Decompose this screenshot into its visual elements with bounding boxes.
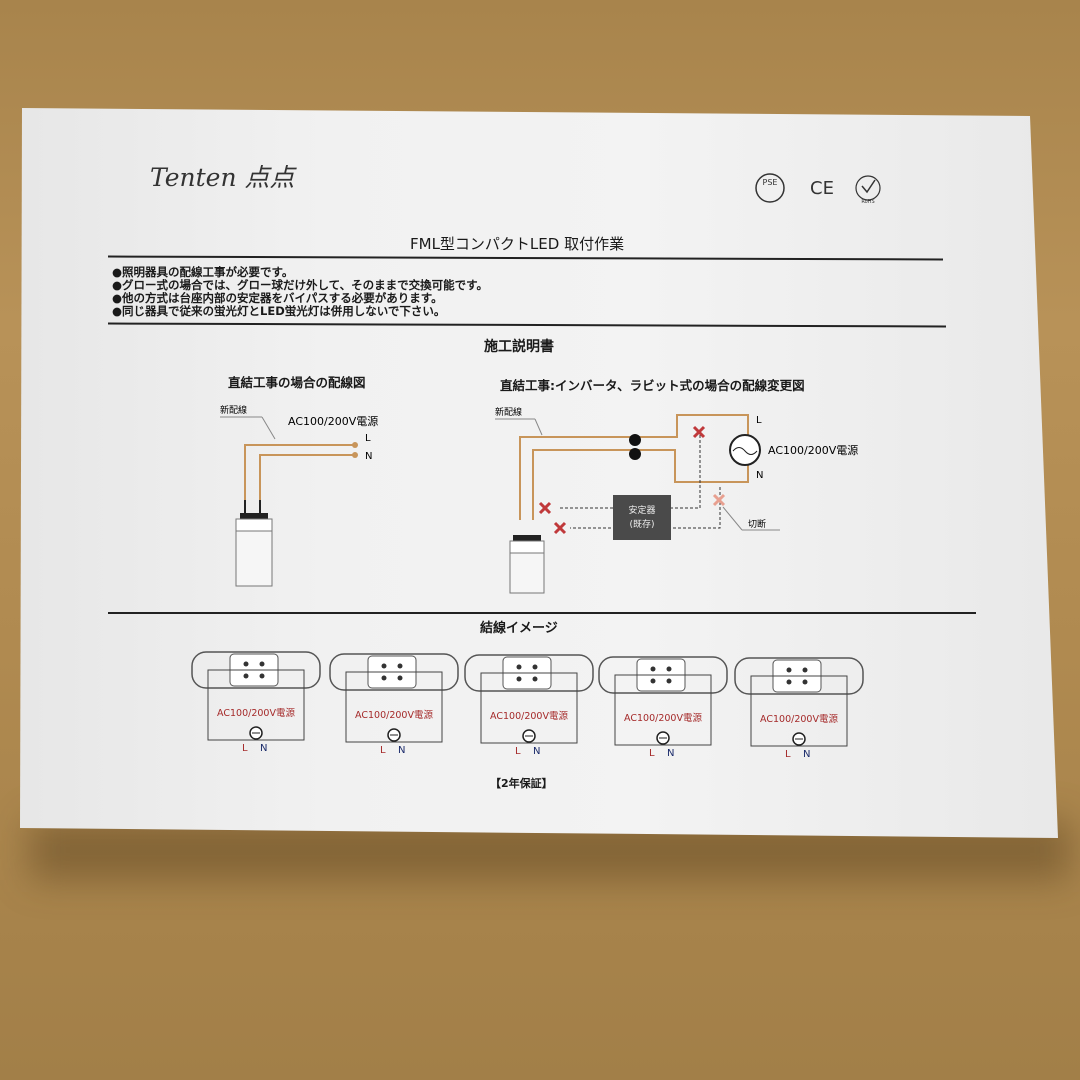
warranty-label: 【2年保証】 [490, 777, 553, 790]
inverter-wiring-diagram: 新配線 L N AC100/200V電源 安定器 (既存) 切断 [495, 406, 858, 594]
connection-image: AC100/200V電源 L N [191, 651, 321, 754]
note-item: ●照明器具の配線工事が必要です。 [112, 265, 294, 279]
svg-text:AC100/200V電源: AC100/200V電源 [288, 414, 378, 428]
connection-image: AC100/200V電源 L N [464, 654, 594, 757]
ce-mark-icon: CE [810, 178, 834, 199]
connection-image: AC100/200V電源 L N [598, 656, 728, 759]
svg-text:AC100/200V電源: AC100/200V電源 [217, 708, 295, 719]
svg-text:新配線: 新配線 [495, 406, 522, 418]
note-item: ●グロー式の場合では、グロー球だけ外して、そのままで交換可能です。 [112, 278, 488, 292]
right-diagram-title: 直結工事:インバータ、ラビット式の場合の配線変更図 [500, 378, 805, 393]
page-title: FML型コンパクトLED 取付作業 [410, 235, 625, 253]
ballast-box [613, 495, 671, 540]
svg-text:L: L [756, 415, 762, 426]
svg-text:AC100/200V電源: AC100/200V電源 [760, 714, 838, 725]
brand-logo: Tenten 点点 [150, 163, 295, 192]
svg-text:N: N [398, 745, 405, 756]
svg-text:L: L [380, 745, 386, 756]
svg-text:安定器: 安定器 [628, 504, 655, 516]
svg-text:AC100/200V電源: AC100/200V電源 [768, 443, 858, 457]
svg-text:CE: CE [810, 178, 834, 199]
svg-text:新配線: 新配線 [220, 404, 247, 416]
svg-text:N: N [260, 743, 267, 754]
svg-text:N: N [533, 746, 540, 757]
note-item: ●同じ器具で従来の蛍光灯とLED蛍光灯は併用しないで下さい。 [112, 304, 446, 318]
svg-text:AC100/200V電源: AC100/200V電源 [624, 713, 702, 724]
connection-image: AC100/200V電源 L N [329, 653, 459, 756]
svg-text:L: L [365, 433, 371, 444]
svg-text:N: N [756, 470, 763, 481]
svg-text:L: L [515, 746, 521, 757]
note-item: ●他の方式は台座内部の安定器をバイパスする必要があります。 [112, 291, 443, 305]
svg-text:(既存): (既存) [629, 518, 654, 530]
connection-title: 結線イメージ [480, 621, 558, 636]
direct-wiring-diagram: 新配線 AC100/200V電源 L N [220, 404, 378, 587]
svg-text:AC100/200V電源: AC100/200V電源 [355, 710, 433, 721]
svg-text:L: L [649, 748, 655, 759]
section-title: 施工説明書 [484, 339, 554, 355]
rohs-mark-icon: RoHS [855, 175, 881, 205]
cut-mark-icon [538, 425, 706, 535]
divider [108, 612, 976, 614]
svg-text:PSE: PSE [763, 178, 778, 187]
notes-list: ●照明器具の配線工事が必要です。 ●グロー式の場合では、グロー球だけ外して、その… [112, 266, 488, 318]
connection-image: AC100/200V電源 L N [734, 657, 864, 760]
svg-text:N: N [803, 749, 810, 760]
svg-text:L: L [785, 749, 791, 760]
svg-text:N: N [365, 451, 372, 462]
svg-text:N: N [667, 748, 674, 759]
pse-mark-icon: PSE [755, 173, 785, 203]
certification-marks: PSE CE RoHS [755, 173, 881, 205]
left-diagram-title: 直結工事の場合の配線図 [228, 375, 366, 390]
svg-text:AC100/200V電源: AC100/200V電源 [490, 711, 568, 722]
svg-text:L: L [242, 743, 248, 754]
svg-text:RoHS: RoHS [861, 199, 874, 205]
cut-mark-icon [712, 493, 726, 507]
svg-text:切断: 切断 [748, 518, 766, 530]
